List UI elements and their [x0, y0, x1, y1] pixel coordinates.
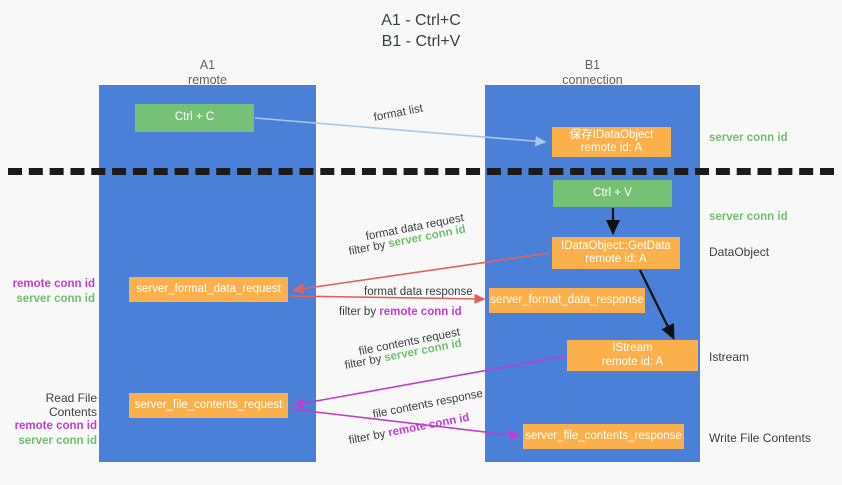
- box-server-format-data-response[interactable]: server_format_data_response: [489, 288, 645, 313]
- annotation-server-conn-id-mid: server conn id: [709, 211, 788, 223]
- box-istream[interactable]: IStream remote id: A: [567, 340, 698, 371]
- column-header-b1: B1 connection: [562, 58, 623, 87]
- box-server-file-contents-response[interactable]: server_file_contents_response: [523, 424, 684, 449]
- edge-label-format-data-response: format data response: [364, 286, 473, 298]
- column-header-a1: A1 remote: [188, 58, 227, 87]
- box-idataobject-getdata[interactable]: IDataObject::GetData remote id: A: [552, 237, 680, 269]
- filter-prefix: filter by: [347, 238, 390, 258]
- filter-prefix: filter by: [347, 427, 390, 447]
- page-title: A1 - Ctrl+C B1 - Ctrl+V: [381, 12, 461, 50]
- filter-value-remote-conn-id: remote conn id: [379, 306, 462, 318]
- annotation-read-file-contents-group: Read File Contents remote conn id server…: [7, 391, 97, 449]
- box-ctrl-v[interactable]: Ctrl + V: [553, 180, 672, 207]
- edge-label-format-list: format list: [372, 102, 424, 124]
- annotation-write-file-contents: Write File Contents: [709, 431, 811, 445]
- annotation-server-conn-id: server conn id: [16, 293, 95, 305]
- filter-prefix: filter by: [343, 352, 386, 372]
- box-server-file-contents-request[interactable]: server_file_contents_request: [129, 393, 288, 418]
- edge-label-format-data-response-filter: filter by remote conn id: [339, 305, 462, 320]
- box-server-format-data-request[interactable]: server_format_data_request: [129, 277, 288, 302]
- filter-prefix: filter by: [339, 306, 380, 318]
- edge-label-file-contents-response-filter: filter by remote conn id: [348, 411, 471, 449]
- annotation-read-file-contents: Read File Contents: [45, 391, 97, 419]
- box-save-idataobject[interactable]: 保存IDataObject remote id: A: [552, 127, 671, 157]
- annotation-remote-conn-id: remote conn id: [14, 420, 97, 432]
- phase-separator-dashed-line: [8, 168, 834, 175]
- box-ctrl-c[interactable]: Ctrl + C: [135, 104, 254, 132]
- annotation-remote-conn-id: remote conn id: [12, 278, 95, 290]
- annotation-server-conn-id: server conn id: [18, 435, 97, 447]
- annotation-server-conn-id-top: server conn id: [709, 132, 788, 144]
- annotation-conn-ids-top: remote conn id server conn id: [10, 277, 95, 307]
- annotation-istream: Istream: [709, 350, 750, 364]
- annotation-dataobject: DataObject: [709, 245, 770, 259]
